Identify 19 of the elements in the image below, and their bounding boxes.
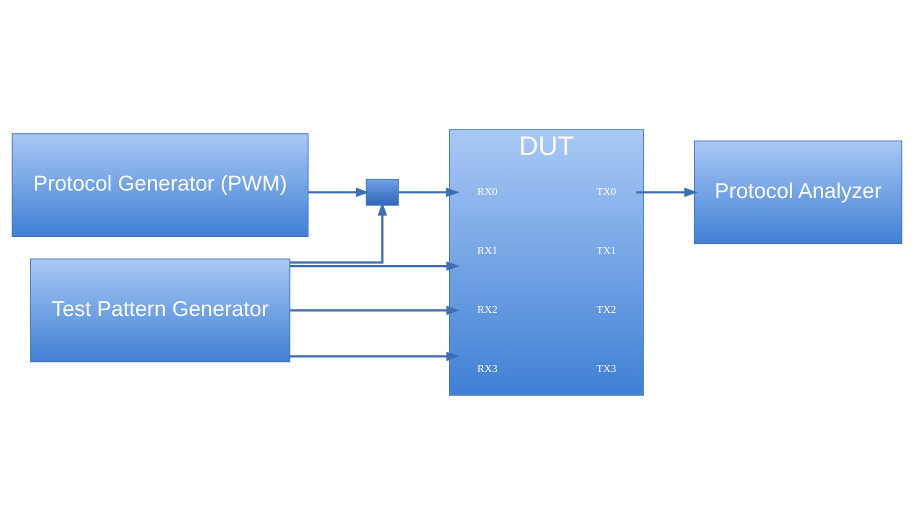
arrow [398,188,460,198]
node-box [366,178,399,206]
arrow [290,352,460,362]
node-text: RX3 [477,363,498,376]
node-text: RX1 [477,245,498,258]
node-box: Protocol Analyzer [694,140,902,244]
node-text: TX0 [596,186,616,198]
arrow [290,261,460,271]
arrow [290,202,388,264]
node-box: Protocol Generator (PWM) [12,133,309,238]
node-text: TX3 [596,363,616,376]
node-text: RX2 [477,304,498,316]
arrow [308,188,370,198]
node-text: TX1 [596,245,616,258]
arrow [290,306,460,316]
node-box: Test Pattern Generator [30,258,290,362]
node-text: TX2 [596,304,616,316]
node-text: RX0 [477,186,498,198]
arrow [636,188,698,198]
